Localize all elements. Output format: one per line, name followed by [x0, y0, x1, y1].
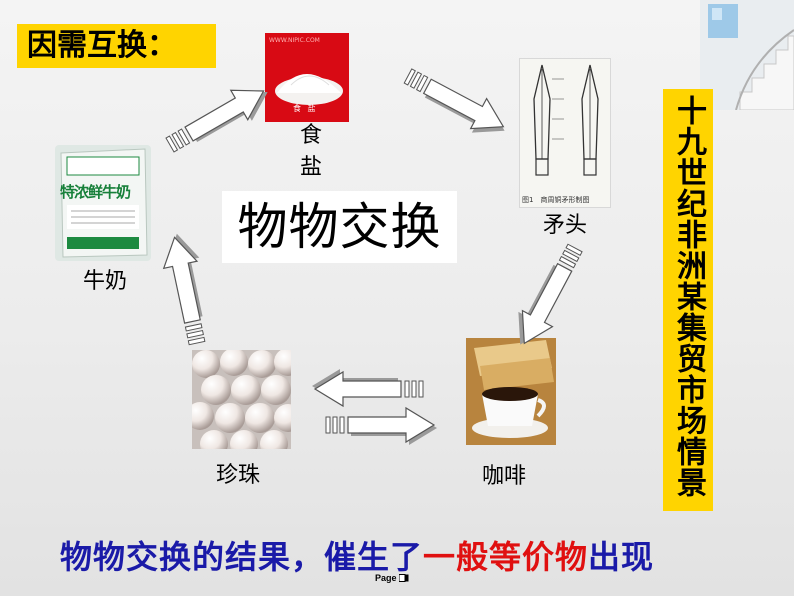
- conclusion-part-3: 出现: [588, 538, 655, 576]
- barter-center-box: 物物交换: [222, 191, 457, 263]
- barter-center-text: 物物交换: [237, 198, 442, 256]
- salt-image: WWW.NIPIC.COM 食 盐: [265, 33, 349, 122]
- milk-brand-text: 特浓鲜牛奶: [60, 183, 131, 201]
- arrow-coffee-to-pearl: [312, 369, 424, 407]
- coffee-image: [466, 338, 556, 445]
- spear-label: 矛头: [543, 213, 588, 238]
- spear-caption: 图1 商周铜矛形制图: [522, 196, 590, 204]
- arrow-salt-to-spear: [399, 60, 513, 146]
- page-label: Page: [375, 573, 397, 583]
- conclusion-text: 物物交换的结果，催生了一般等价物出现: [60, 532, 654, 578]
- page-icon: [398, 574, 409, 582]
- conclusion-part-1: 物物交换的结果，催生了: [60, 538, 424, 576]
- milk-label: 牛奶: [83, 269, 128, 294]
- side-caption-text: 十九世纪非洲某集贸市场情景: [671, 95, 706, 498]
- conclusion-part-2-highlight: 一般等价物: [423, 538, 589, 576]
- slide-title: 因需互换：: [27, 28, 177, 63]
- side-caption-box: 十九世纪非洲某集贸市场情景: [663, 89, 713, 511]
- salt-label: 食盐: [299, 123, 322, 180]
- spearhead-drawing-icon: [533, 64, 599, 176]
- salt-package-label: 食 盐: [293, 104, 318, 113]
- spear-image: 图1 商周铜矛形制图: [519, 58, 611, 208]
- coffee-label: 咖啡: [482, 464, 527, 489]
- salt-watermark: WWW.NIPIC.COM: [269, 37, 320, 44]
- pearls-icon: [192, 350, 291, 449]
- staircase-decoration: [700, 0, 794, 110]
- milk-package-icon: [60, 148, 148, 258]
- coffee-cup-icon: [466, 338, 556, 445]
- page-indicator: Page: [375, 573, 409, 583]
- arrow-pearl-to-coffee: [325, 407, 437, 445]
- salt-pile-icon: [275, 74, 343, 105]
- arrow-pearl-to-milk: [157, 230, 215, 348]
- title-box: 因需互换：: [17, 24, 216, 68]
- milk-image: 特浓鲜牛奶: [55, 145, 151, 261]
- arrow-spear-to-coffee: [505, 239, 591, 353]
- pearl-label: 珍珠: [216, 463, 261, 488]
- arrow-milk-to-salt: [160, 75, 277, 161]
- pearl-image: [192, 350, 291, 449]
